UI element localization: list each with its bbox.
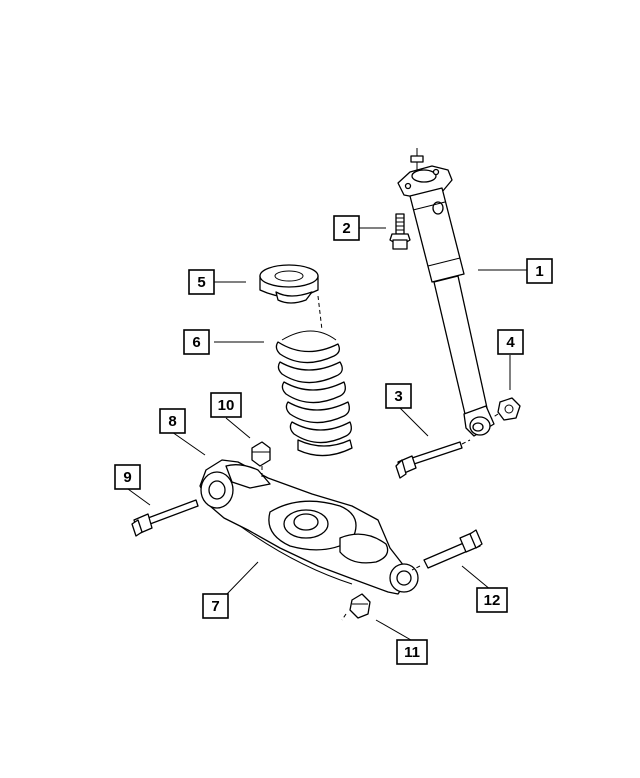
arm-outer-nut (341, 593, 371, 621)
shock-absorber (397, 148, 495, 437)
callout-4: 4 (497, 329, 524, 355)
shock-lower-bolt (395, 439, 471, 479)
callout-6: 6 (183, 329, 210, 355)
callout-9: 9 (114, 464, 141, 490)
callout-6-label: 6 (192, 334, 200, 351)
callout-7-label: 7 (211, 598, 219, 615)
shock-lower-nut (491, 397, 521, 421)
callout-12-label: 12 (484, 592, 501, 609)
callout-8: 8 (159, 408, 186, 434)
callout-4-label: 4 (506, 334, 515, 351)
callout-2-label: 2 (342, 220, 350, 237)
shock-mount-bolt (389, 213, 411, 250)
callout-3: 3 (385, 383, 412, 409)
callout-7: 7 (202, 593, 229, 619)
callout-10-label: 10 (218, 397, 235, 414)
spring-isolator (259, 264, 319, 304)
callout-3-label: 3 (394, 388, 402, 405)
callout-1-label: 1 (535, 263, 543, 280)
callout-10: 10 (210, 392, 242, 418)
coil-spring (275, 295, 353, 457)
callout-5-label: 5 (197, 274, 205, 291)
callout-11: 11 (396, 639, 428, 665)
arm-pivot-bolt (131, 499, 199, 537)
leader-lines (127, 227, 527, 641)
callout-1: 1 (526, 258, 553, 284)
callout-8-label: 8 (168, 413, 176, 430)
callout-2: 2 (333, 215, 360, 241)
callout-12: 12 (476, 587, 508, 613)
callout-5: 5 (188, 269, 215, 295)
callout-9-label: 9 (123, 469, 131, 486)
arm-outer-bolt (411, 529, 483, 571)
arm-pivot-nut (251, 441, 271, 478)
lower-control-arm (199, 459, 419, 595)
callout-11-label: 11 (404, 644, 420, 661)
